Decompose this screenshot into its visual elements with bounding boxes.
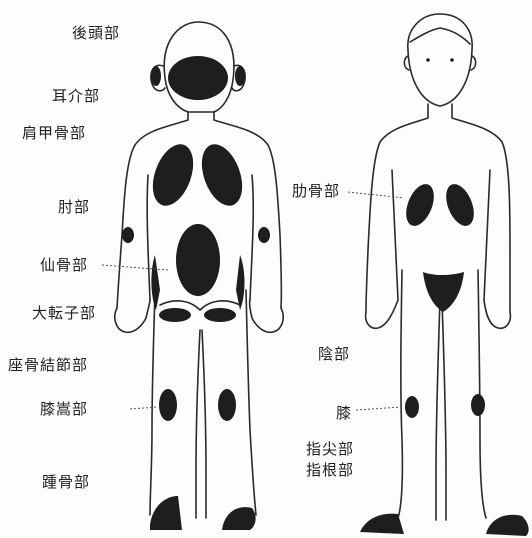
front-left-eye — [426, 58, 430, 62]
front-right-rib-spot — [441, 180, 480, 230]
rib-leader — [348, 192, 404, 198]
back-sacrum-spot — [176, 224, 220, 296]
back-left-elbow-spot — [122, 227, 134, 243]
label-knee: 膝 — [336, 402, 352, 423]
label-trochanter: 大転子部 — [32, 302, 96, 323]
back-left-scapula-spot — [145, 139, 201, 211]
label-occipital: 後頭部 — [72, 22, 120, 43]
back-left-popliteal-spot — [159, 389, 177, 421]
label-heel: 踵骨部 — [42, 471, 90, 492]
front-right-foot-spot — [486, 515, 529, 536]
knee-leader — [356, 407, 402, 410]
front-left-foot-spot — [360, 514, 404, 534]
label-genital: 陰部 — [318, 343, 350, 364]
back-left-trochanter-spot — [151, 255, 160, 310]
label-scapula: 肩甲骨部 — [22, 122, 86, 143]
back-right-hand — [250, 300, 284, 332]
front-right-eye — [450, 58, 454, 62]
front-right-knee-spot — [471, 394, 485, 416]
back-right-trochanter-spot — [236, 255, 245, 310]
label-popliteal: 膝嵩部 — [40, 398, 88, 419]
back-right-popliteal-spot — [218, 389, 236, 421]
back-left-heel-spot — [150, 496, 182, 530]
label-finger-base: 指根部 — [306, 459, 354, 480]
back-right-heel-spot — [222, 507, 256, 530]
back-right-scapula-spot — [194, 139, 250, 211]
back-right-elbow-spot — [258, 227, 270, 243]
front-left-hand — [366, 300, 398, 328]
back-left-ischial-spot — [159, 308, 191, 322]
back-view-figure — [115, 22, 283, 530]
label-ischial-tuberosity: 座骨結節部 — [8, 354, 88, 375]
back-right-arm — [250, 175, 253, 300]
label-auricle: 耳介部 — [52, 85, 100, 106]
front-left-rib-spot — [401, 180, 440, 230]
front-ears — [404, 56, 475, 70]
back-left-ear-spot — [151, 66, 161, 86]
back-left-arm — [147, 175, 150, 300]
back-occipital-spot — [168, 56, 228, 100]
sacrum-leader — [102, 265, 168, 270]
back-right-ear-spot — [235, 66, 245, 86]
front-right-hand — [484, 300, 510, 328]
back-right-ischial-spot — [204, 308, 236, 322]
back-left-hand — [115, 300, 150, 332]
label-elbow: 肘部 — [58, 196, 90, 217]
front-view-figure — [360, 14, 529, 536]
label-fingertip: 指尖部 — [306, 438, 354, 459]
front-hair-line — [410, 28, 470, 44]
popliteal-leader — [130, 407, 158, 409]
label-sacrum: 仙骨部 — [40, 254, 88, 275]
label-rib: 肋骨部 — [292, 180, 340, 201]
front-left-knee-spot — [405, 396, 419, 418]
front-genital-spot — [423, 272, 464, 312]
